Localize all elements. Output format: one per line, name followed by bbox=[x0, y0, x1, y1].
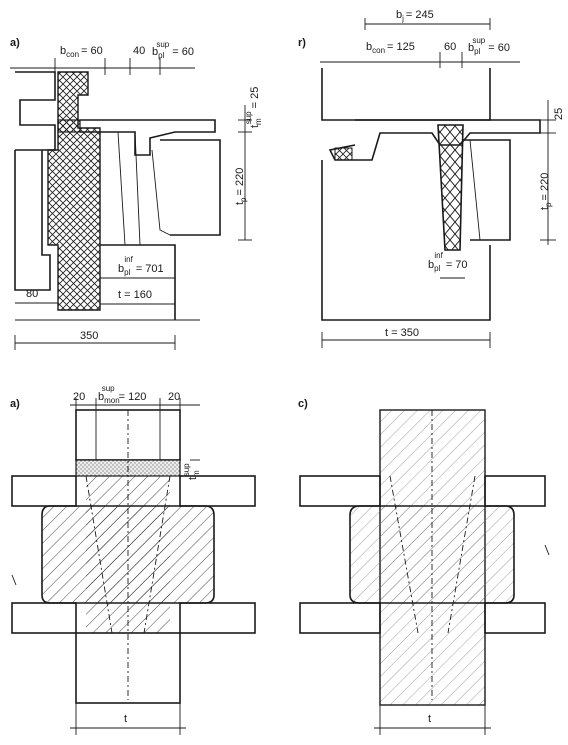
panel-d-slab-top-right bbox=[484, 475, 546, 507]
panel-a-bottom-dim-label: 350 bbox=[80, 330, 98, 342]
panel-b-gap-label: 60 bbox=[444, 41, 456, 53]
panel-b-floor-slab bbox=[328, 119, 541, 161]
panel-a-tp-label: tp= 220 bbox=[234, 168, 248, 205]
panel-b-slab-taper bbox=[469, 139, 481, 241]
panel-c-right-dim-label: 20 bbox=[168, 391, 180, 403]
panel-d-slab-bottom-left bbox=[299, 602, 381, 634]
panel-b-bcon-label: bcon= 125 bbox=[366, 41, 415, 55]
panel-a-tag: a) bbox=[10, 37, 20, 49]
panel-a-gap-label: 40 bbox=[133, 45, 145, 57]
panel-d-tag: c) bbox=[298, 398, 308, 410]
panel-c-lower-column bbox=[75, 632, 181, 704]
panel-a-bpl-inf-label: bplinf= 701 bbox=[118, 255, 164, 277]
panel-a-tm-sup-label: tmsup= 25 bbox=[244, 87, 263, 128]
panel-a-lower-wall bbox=[100, 244, 176, 320]
panel-a-left-wall-lower bbox=[14, 150, 51, 291]
panel-b-bpl-sup-label: bplsup= 60 bbox=[468, 36, 510, 56]
panel-b-insulated-joint bbox=[437, 124, 464, 251]
panel-b-tag: r) bbox=[298, 37, 306, 49]
panel-a-left-wall-panel bbox=[15, 71, 56, 151]
panel-a-slab-taper bbox=[151, 149, 171, 236]
panel-c-tag: a) bbox=[10, 398, 20, 410]
panel-a-mortar-joint bbox=[57, 119, 81, 133]
panel-a: a) bcon= 60 40 bplsup= 60 bbox=[10, 37, 263, 350]
panel-c-t-label: t bbox=[124, 713, 127, 725]
panel-a-left-dim-label: 80 bbox=[26, 288, 38, 300]
panel-a-bcon-label: bcon= 60 bbox=[60, 45, 103, 59]
panel-b-right-slab bbox=[463, 139, 511, 241]
panel-c-bmon-label: bmonsup= 120 bbox=[98, 384, 146, 405]
panel-b-t-label: t = 350 bbox=[385, 327, 419, 339]
panel-d-slab-bottom-right bbox=[484, 602, 546, 634]
panel-c-left-dim-label: 20 bbox=[73, 391, 85, 403]
panel-a-right-slab bbox=[160, 139, 221, 236]
panel-c-slab-top-right bbox=[179, 475, 256, 507]
panel-c-slab-bottom-right bbox=[179, 602, 256, 634]
panel-b-top-dim-label: 25 bbox=[553, 108, 565, 120]
panel-b-mortar-joint bbox=[334, 147, 353, 161]
panel-b: r) bj= 245 bcon= 125 60 bplsup= 60 25 tp… bbox=[298, 9, 565, 348]
panel-a-insulation-core bbox=[47, 71, 101, 311]
panel-c-slab-bottom-left bbox=[11, 602, 77, 634]
panel-b-lower-wall bbox=[321, 160, 491, 321]
panel-a-right-dimensions: tmsup= 25 tp= 220 bbox=[234, 87, 263, 241]
panel-c-tm-label: tmsup bbox=[182, 463, 201, 480]
panel-b-bj-label: bj= 245 bbox=[396, 9, 434, 23]
panel-b-upper-wall bbox=[321, 68, 491, 121]
panel-a-top-dimension: bcon= 60 40 bplsup= 60 bbox=[10, 40, 195, 75]
panel-c: a) 20 bmonsup= 120 20 tmsup bbox=[10, 384, 256, 735]
panel-d-slab-top-left bbox=[299, 475, 381, 507]
panel-a-t-label: t = 160 bbox=[118, 289, 152, 301]
panel-d: c) t bbox=[298, 398, 550, 735]
panel-a-bpl-sup-label: bplsup= 60 bbox=[152, 40, 194, 60]
panel-b-bpl-inf-label: bplinf= 70 bbox=[428, 251, 468, 273]
panel-d-t-label: t bbox=[428, 713, 431, 725]
panel-c-slab-top-left bbox=[11, 475, 77, 507]
panel-b-tp-label: tp= 220 bbox=[539, 173, 553, 210]
